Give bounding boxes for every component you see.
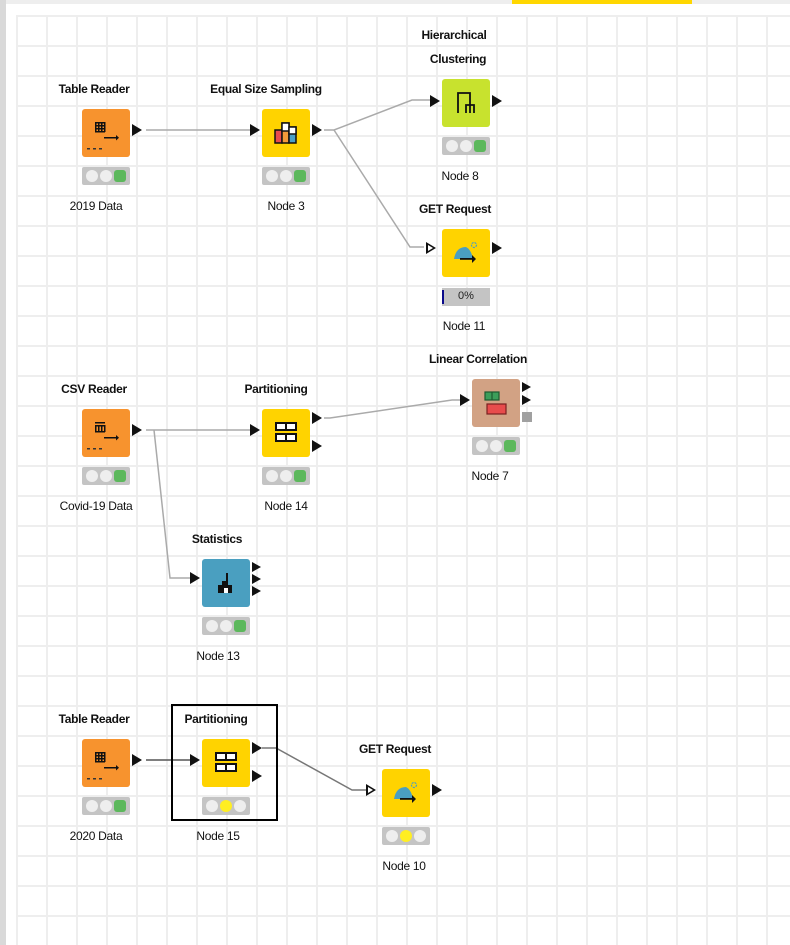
node-get-request-10[interactable] — [382, 769, 430, 817]
output-port[interactable] — [132, 754, 142, 766]
node-get-request-11[interactable] — [442, 229, 490, 277]
node-title: GET Request — [418, 202, 492, 216]
input-port[interactable] — [430, 95, 440, 107]
input-port[interactable] — [190, 572, 200, 584]
node-status-traffic-light — [262, 167, 310, 185]
node-label[interactable]: Node 8 — [441, 169, 479, 183]
editor-tab-strip — [6, 0, 790, 4]
node-label[interactable]: 2019 Data — [69, 199, 123, 213]
node-title: Table Reader — [58, 82, 130, 96]
input-port[interactable] — [250, 124, 260, 136]
node-title: GET Request — [358, 742, 432, 756]
node-label[interactable]: 2020 Data — [69, 829, 123, 843]
output-port-2[interactable] — [252, 574, 261, 584]
node-label[interactable]: Node 15 — [196, 829, 240, 843]
input-port[interactable] — [366, 784, 376, 796]
node-status-traffic-light — [82, 797, 130, 815]
output-port-1[interactable] — [312, 412, 322, 424]
node-label[interactable]: Node 10 — [382, 859, 426, 873]
output-port-1[interactable] — [252, 742, 262, 754]
active-tab-indicator[interactable] — [512, 0, 692, 4]
input-port[interactable] — [190, 754, 200, 766]
statistics-icon — [218, 573, 232, 593]
web-request-icon — [454, 241, 478, 263]
node-status-traffic-light — [202, 797, 250, 815]
table-reader-icon — [87, 752, 119, 780]
node-progress-bar: 0% — [442, 288, 490, 306]
output-port-2[interactable] — [312, 440, 322, 452]
progress-text: 0% — [458, 290, 474, 302]
progress-fill — [442, 290, 444, 304]
node-partitioning-14[interactable] — [262, 409, 310, 457]
output-port-3[interactable] — [252, 586, 261, 596]
node-label[interactable]: Covid-19 Data — [59, 499, 133, 513]
output-port[interactable] — [312, 124, 322, 136]
node-status-traffic-light — [262, 467, 310, 485]
node-label[interactable]: Node 13 — [196, 649, 240, 663]
node-title: CSV Reader — [61, 382, 127, 396]
output-port[interactable] — [132, 424, 142, 436]
node-status-traffic-light — [442, 137, 490, 155]
node-table-reader-2020[interactable] — [82, 739, 130, 787]
output-port[interactable] — [492, 242, 502, 254]
node-title: Statistics — [191, 532, 243, 546]
view-port[interactable] — [522, 412, 532, 422]
node-title: Table Reader — [58, 712, 130, 726]
node-partitioning-15[interactable] — [202, 739, 250, 787]
node-title: Partitioning — [184, 712, 248, 726]
partition-icon — [215, 752, 237, 772]
output-port-1[interactable] — [252, 562, 261, 572]
node-status-traffic-light — [472, 437, 520, 455]
left-panel-edge — [0, 0, 6, 945]
output-port-2[interactable] — [252, 770, 262, 782]
node-linear-correlation[interactable] — [472, 379, 520, 427]
output-port-2[interactable] — [522, 395, 531, 405]
node-title: Linear Correlation — [429, 352, 527, 366]
node-hierarchical-clustering[interactable] — [442, 79, 490, 127]
web-request-icon — [394, 781, 418, 803]
dendrogram-icon — [457, 92, 475, 113]
bar-chart-icon — [274, 122, 297, 144]
node-label[interactable]: Node 14 — [264, 499, 308, 513]
output-port[interactable] — [492, 95, 502, 107]
node-title-line2: Clustering — [429, 52, 487, 66]
node-title: Equal Size Sampling — [210, 82, 322, 96]
output-port[interactable] — [132, 124, 142, 136]
csv-reader-icon — [87, 422, 119, 450]
partition-icon — [275, 422, 297, 442]
node-status-traffic-light — [82, 167, 130, 185]
table-reader-icon — [87, 122, 119, 150]
node-status-traffic-light — [202, 617, 250, 635]
node-statistics[interactable] — [202, 559, 250, 607]
node-csv-reader[interactable] — [82, 409, 130, 457]
node-label[interactable]: Node 11 — [442, 319, 486, 333]
input-port[interactable] — [460, 394, 470, 406]
node-title-line1: Hierarchical — [421, 28, 487, 42]
node-equal-size-sampling[interactable] — [262, 109, 310, 157]
input-port[interactable] — [250, 424, 260, 436]
node-table-reader-2019[interactable] — [82, 109, 130, 157]
output-port-1[interactable] — [522, 382, 531, 392]
input-port[interactable] — [426, 242, 436, 254]
output-port[interactable] — [432, 784, 442, 796]
node-title: Partitioning — [244, 382, 308, 396]
node-status-traffic-light — [382, 827, 430, 845]
node-status-traffic-light — [82, 467, 130, 485]
node-selection-box — [171, 704, 278, 821]
node-label[interactable]: Node 7 — [471, 469, 509, 483]
correlation-icon — [484, 391, 507, 415]
node-label[interactable]: Node 3 — [267, 199, 305, 213]
